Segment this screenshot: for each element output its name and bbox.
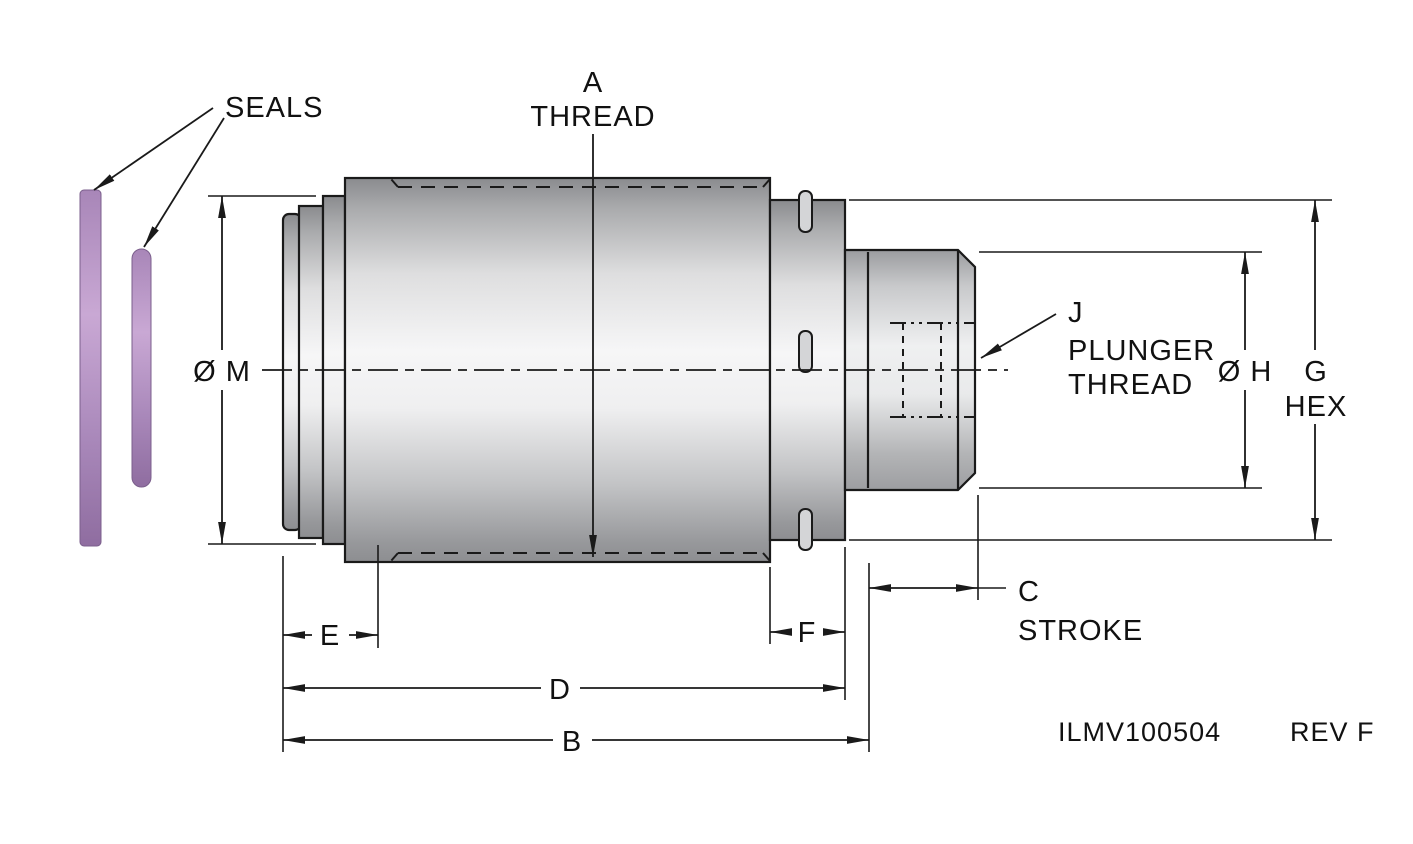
dim-diameter-m xyxy=(190,196,254,544)
dim-f xyxy=(770,615,845,648)
title-revision: REV F xyxy=(1290,717,1375,747)
leader-j-plunger xyxy=(980,313,1057,359)
a-thread-label-line2: THREAD xyxy=(530,101,655,133)
dim-g-hex xyxy=(1291,200,1341,540)
plug-nose-step xyxy=(297,204,325,540)
dim-diameter-h xyxy=(1211,252,1279,488)
dim-b-label: B xyxy=(562,726,582,758)
j-plunger-label-line1: J xyxy=(1068,297,1084,329)
ring-slot-middle xyxy=(798,330,813,373)
seals-label: SEALS xyxy=(225,92,324,124)
extension-lines xyxy=(208,195,1332,752)
title-part-number: ILMV100504 xyxy=(1058,717,1221,747)
dim-b xyxy=(283,722,869,757)
dim-m-label: Ø M xyxy=(193,356,251,388)
dim-g-label-line2: HEX xyxy=(1285,391,1348,423)
seals-group xyxy=(79,189,152,547)
dim-h-label: Ø H xyxy=(1218,356,1273,388)
thread-dashes xyxy=(390,178,771,562)
c-stroke-label-line1: C xyxy=(1018,576,1040,608)
ring-slot-top xyxy=(798,190,813,233)
ring-slot-bottom xyxy=(798,508,813,551)
dim-e-label: E xyxy=(320,620,340,652)
j-plunger-label-line3: THREAD xyxy=(1068,369,1193,401)
a-thread-label-line1: A xyxy=(583,67,603,99)
dim-e xyxy=(283,618,378,651)
dim-d-label: D xyxy=(549,674,571,706)
dim-f-label: F xyxy=(798,617,817,649)
dim-g-label-line1: G xyxy=(1304,356,1328,388)
j-plunger-label-line2: PLUNGER xyxy=(1068,335,1215,367)
seal-inner xyxy=(131,248,152,488)
hidden-thread-lines xyxy=(890,322,976,418)
c-stroke-label-line2: STROKE xyxy=(1018,615,1143,647)
leader-seals xyxy=(93,107,225,248)
seal-outer xyxy=(79,189,102,547)
dim-d xyxy=(283,670,845,705)
valve-body-group xyxy=(262,176,1008,564)
